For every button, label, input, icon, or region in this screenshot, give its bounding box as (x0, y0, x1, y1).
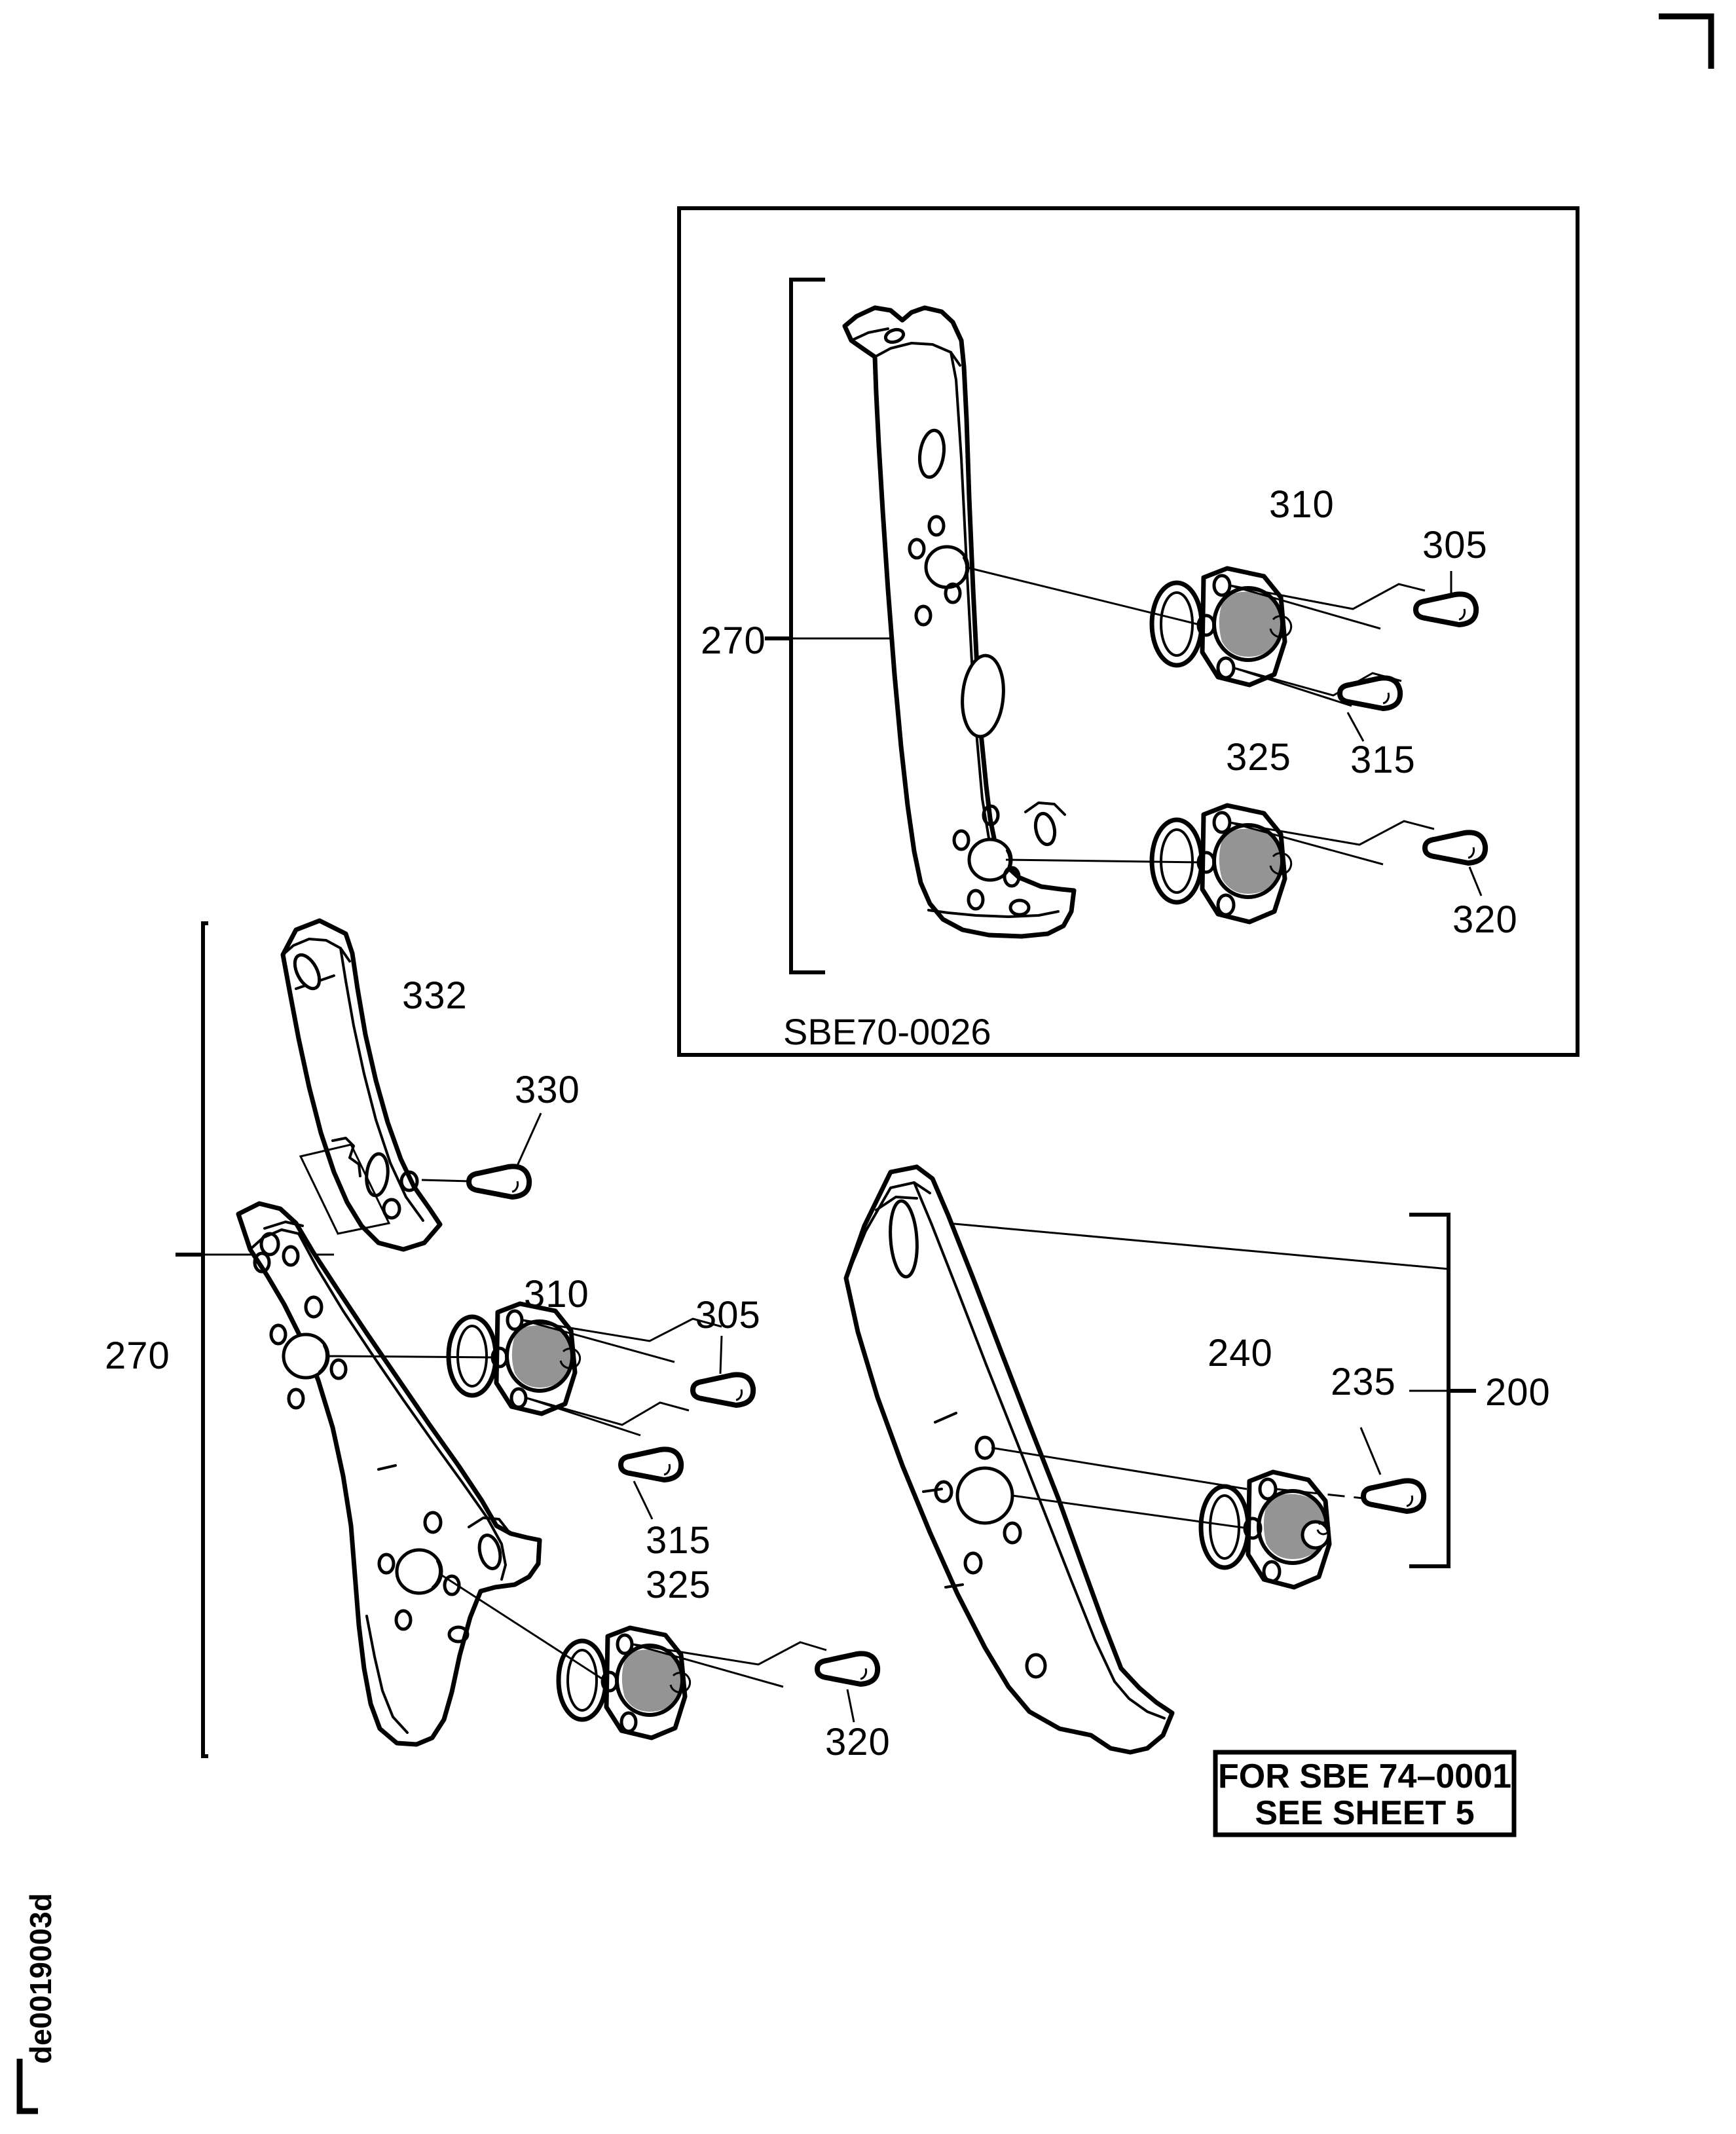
right-bolt-235 (1359, 1427, 1427, 1514)
callout-left-332: 332 (402, 974, 468, 1017)
left-bushing-325 (439, 1573, 827, 1740)
callout-inset-310: 310 (1269, 483, 1335, 526)
left-bolt-315 (618, 1446, 684, 1520)
callout-left-325: 325 (646, 1564, 711, 1606)
left-bolt-305 (690, 1335, 756, 1408)
right-bushing-240 (991, 1446, 1376, 1590)
callout-left-320: 320 (825, 1721, 891, 1763)
callout-inset-325: 325 (1226, 736, 1291, 779)
inset-bushing-325 (1005, 803, 1435, 925)
left-bushing-310 (327, 1301, 722, 1437)
note-line-2: SEE SHEET 5 (1255, 1794, 1474, 1832)
left-main-bracket-part (236, 1201, 542, 1747)
inset-bracket-part (842, 305, 1077, 939)
inset-box-frame (677, 206, 1579, 1057)
right-main-bracket-part (843, 1164, 1175, 1755)
callout-left-315: 315 (646, 1519, 711, 1562)
left-upper-arm-part (280, 918, 443, 1252)
callout-left-330: 330 (515, 1069, 580, 1111)
callout-inset-305: 305 (1422, 524, 1488, 566)
left-bolt-320 (815, 1651, 881, 1723)
left-bolt-330 (421, 1113, 542, 1200)
callout-right-235: 235 (1331, 1361, 1396, 1403)
registration-mark-bottom-left (16, 2059, 38, 2114)
inset-bolt-315 (1337, 675, 1403, 742)
callout-left-310: 310 (524, 1273, 589, 1315)
inset-bolt-320 (1422, 830, 1488, 896)
callout-left-305: 305 (695, 1294, 761, 1336)
registration-mark-top-right (1659, 13, 1714, 69)
inset-code-label: SBE70-0026 (783, 1011, 991, 1052)
right-bracket-200 (911, 1213, 1476, 1568)
callout-inset-320: 320 (1452, 898, 1518, 941)
callout-left-270: 270 (105, 1334, 170, 1377)
callout-inset-315: 315 (1350, 739, 1416, 781)
note-box-frame (1213, 1750, 1517, 1837)
sheet-identifier: de0019003d (24, 1893, 58, 2064)
inset-bushing-310 (965, 566, 1426, 707)
callout-right-200: 200 (1485, 1371, 1551, 1414)
note-line-1: FOR SBE 74–0001 (1218, 1757, 1511, 1795)
callout-inset-270: 270 (701, 619, 766, 662)
callout-right-240: 240 (1208, 1332, 1273, 1374)
inset-bolt-305 (1413, 571, 1479, 627)
